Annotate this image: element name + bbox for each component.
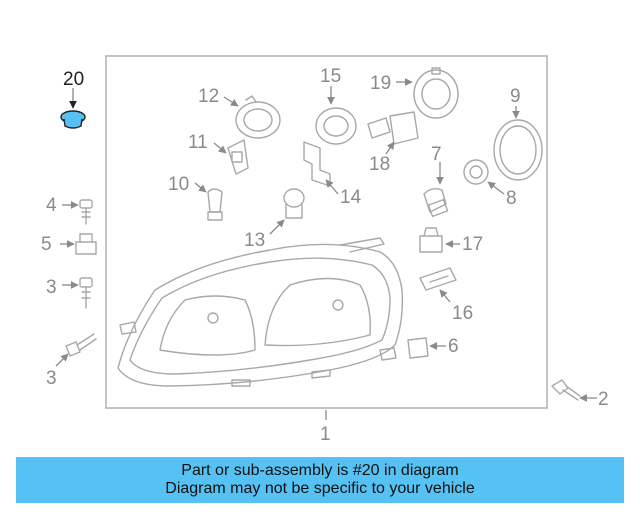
part-13-bulb[interactable]: [283, 188, 305, 219]
callout-1[interactable]: 1: [320, 424, 331, 445]
assembly-frame: [105, 55, 548, 409]
callout-6[interactable]: 6: [448, 336, 459, 357]
callout-17[interactable]: 17: [462, 234, 483, 255]
callout-11[interactable]: 11: [188, 132, 208, 153]
part-3-bolt-upper[interactable]: [79, 277, 93, 309]
callout-12[interactable]: 12: [198, 86, 219, 107]
info-banner: Part or sub-assembly is #20 in diagram D…: [16, 457, 624, 503]
callout-16[interactable]: 16: [452, 303, 473, 324]
callout-13[interactable]: 13: [244, 230, 265, 251]
callout-18[interactable]: 18: [369, 154, 390, 175]
part-5-clip[interactable]: [75, 233, 97, 255]
part-7-bulb[interactable]: [423, 187, 449, 218]
part-8-socket[interactable]: [463, 159, 489, 185]
part-17-clip[interactable]: [419, 227, 443, 253]
part-16-bulb[interactable]: [419, 267, 457, 291]
headlight-housing: [117, 237, 404, 387]
callout-3b[interactable]: 3: [46, 368, 57, 389]
banner-line-2: Diagram may not be specific to your vehi…: [165, 480, 475, 497]
callout-2[interactable]: 2: [598, 389, 609, 410]
banner-line-1: Part or sub-assembly is #20 in diagram: [181, 462, 459, 479]
callout-8[interactable]: 8: [506, 188, 517, 209]
part-10-bulb[interactable]: [207, 188, 223, 221]
callout-4[interactable]: 4: [46, 195, 57, 216]
callout-3a[interactable]: 3: [46, 277, 57, 298]
callout-20[interactable]: 20: [63, 69, 84, 90]
callout-10[interactable]: 10: [168, 174, 189, 195]
part-3-bolt-lower[interactable]: [65, 333, 97, 357]
part-4-screw[interactable]: [79, 199, 93, 225]
part-20-plug[interactable]: [60, 110, 86, 129]
callout-9[interactable]: 9: [510, 86, 521, 107]
part-11-socket[interactable]: [227, 139, 249, 175]
part-15-cap[interactable]: [315, 107, 357, 145]
part-18-bulb[interactable]: [367, 111, 419, 145]
part-9-ring[interactable]: [493, 119, 543, 181]
part-14-bracket[interactable]: [303, 141, 331, 187]
parts-diagram: 20 1 2 4 5: [41, 55, 609, 445]
callout-15[interactable]: 15: [320, 66, 341, 87]
part-6-tab[interactable]: [407, 337, 429, 359]
callout-19[interactable]: 19: [370, 73, 391, 94]
part-12-cap[interactable]: [235, 95, 281, 139]
callout-7[interactable]: 7: [431, 144, 442, 165]
callout-14[interactable]: 14: [340, 187, 362, 208]
part-19-cap[interactable]: [413, 67, 459, 119]
part-2-bolt[interactable]: [551, 379, 581, 401]
callout-5[interactable]: 5: [41, 234, 52, 255]
